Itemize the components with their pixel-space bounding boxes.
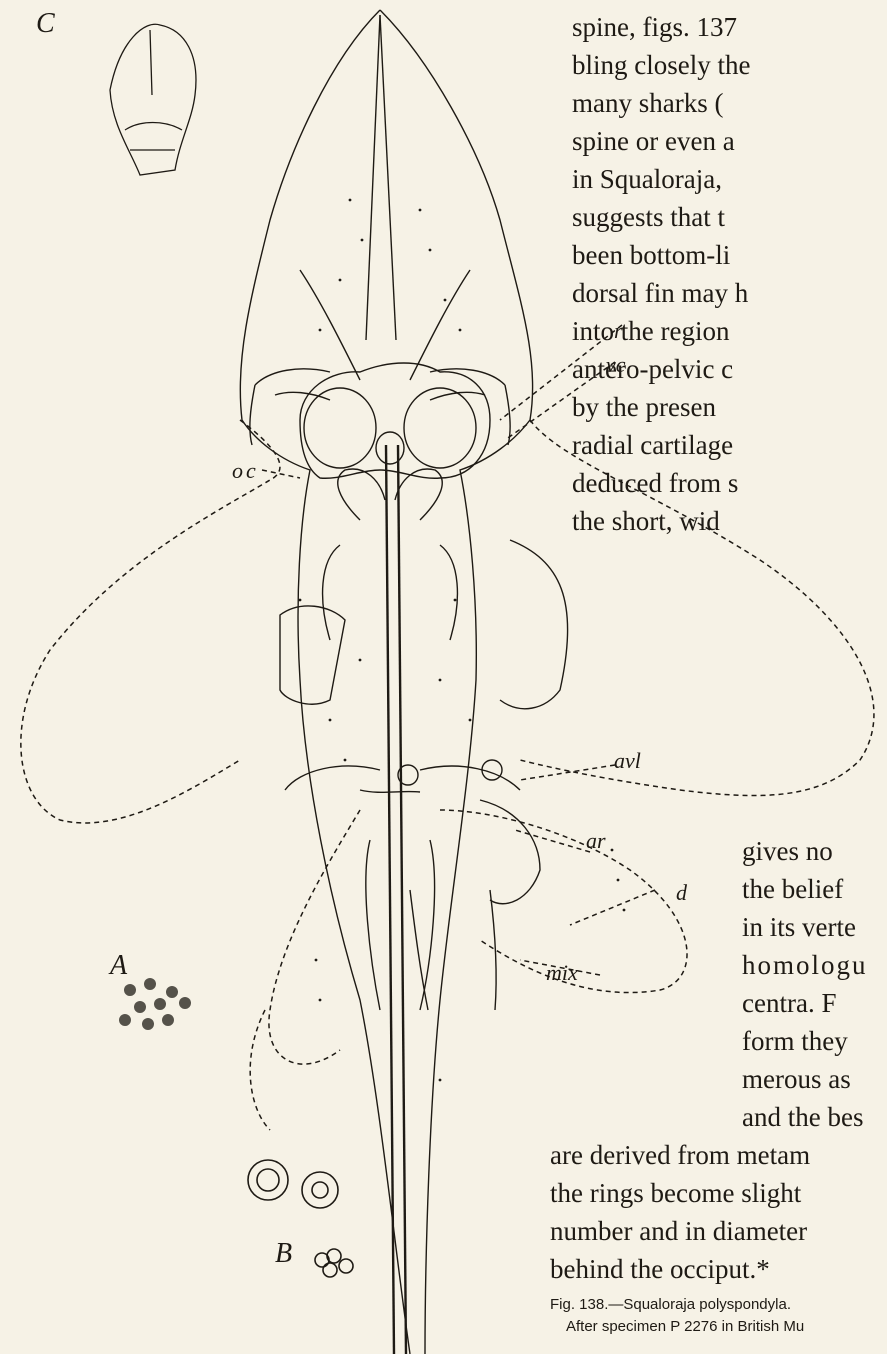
text-line: been bottom-li: [572, 240, 730, 271]
text-line: in Squaloraja,: [572, 164, 722, 195]
text-line: merous as: [742, 1064, 851, 1095]
text-line: and the bes: [742, 1102, 863, 1133]
text-line: in its verte: [742, 912, 856, 943]
text-line: by the presen: [572, 392, 716, 423]
text-line: gives no: [742, 836, 833, 867]
text-line: antero-pelvic c: [572, 354, 733, 385]
panel-label-c: C: [36, 8, 55, 40]
text-line: into the region: [572, 316, 729, 347]
text-line: behind the occiput.*: [550, 1254, 770, 1285]
part-label-mix: mix: [546, 960, 578, 986]
text-line: number and in diameter: [550, 1216, 807, 1247]
part-label-oc: oc: [232, 458, 259, 484]
text-line: the short, wid: [572, 506, 720, 537]
part-label-vc: vc: [606, 352, 626, 378]
text-line: spine or even a: [572, 126, 735, 157]
figure-caption-title: Fig. 138.—Squaloraja polyspondyla.: [550, 1296, 791, 1313]
text-line: are derived from metam: [550, 1140, 810, 1171]
text-line: deduced from s: [572, 468, 738, 499]
text-line: dorsal fin may h: [572, 278, 748, 309]
part-label-r: r: [614, 318, 623, 344]
text-line: many sharks (: [572, 88, 723, 119]
text-line: homologu: [742, 950, 868, 981]
panel-label-b: B: [275, 1238, 292, 1270]
text-line: bling closely the: [572, 50, 750, 81]
text-line: radial cartilage: [572, 430, 733, 461]
text-line: the rings become slight: [550, 1178, 801, 1209]
part-label-avl: avl: [614, 748, 641, 774]
text-line: spine, figs. 137: [572, 12, 737, 43]
panel-label-a: A: [110, 950, 127, 982]
part-label-ar: ar: [586, 828, 606, 854]
figure-caption-source: After specimen P 2276 in British Mu: [566, 1318, 804, 1335]
text-line: suggests that t: [572, 202, 725, 233]
text-line: form they: [742, 1026, 848, 1057]
part-label-d: d: [676, 880, 687, 906]
text-line: centra. F: [742, 988, 836, 1019]
text-line: the belief: [742, 874, 843, 905]
